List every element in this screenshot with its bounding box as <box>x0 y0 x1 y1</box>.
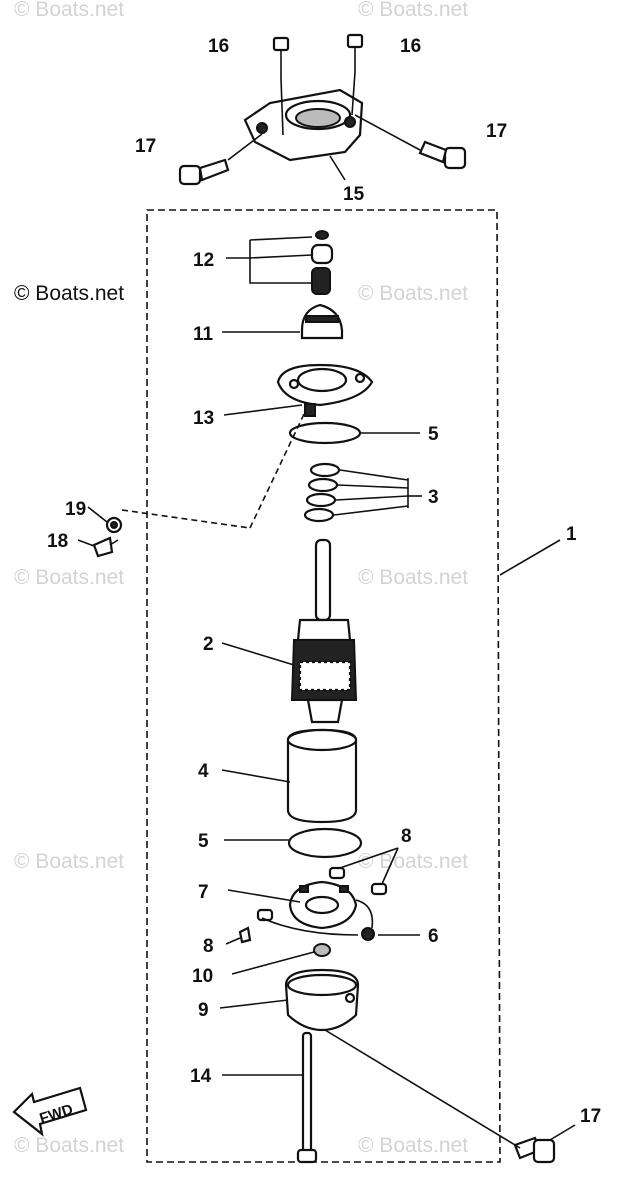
part-2-armature <box>221 538 358 724</box>
watermark-left-2: © Boats.net <box>14 566 124 589</box>
label-13: 13 <box>193 408 214 429</box>
watermark-right-3: © Boats.net <box>358 850 468 873</box>
part-9-end-housing <box>219 968 360 1032</box>
part-5-o-ring-upper <box>288 421 420 445</box>
top-bracket-part-15 <box>178 33 467 186</box>
watermark-top-left: © Boats.net <box>14 0 124 21</box>
label-16-right: 16 <box>400 36 421 57</box>
part-14-through-bolt <box>222 1031 318 1164</box>
brush-holder-assembly <box>225 847 420 945</box>
part-10 <box>231 943 331 975</box>
label-17-right: 17 <box>486 121 507 142</box>
label-7: 7 <box>198 882 209 903</box>
label-17-bottom: 17 <box>580 1106 601 1127</box>
label-2: 2 <box>203 634 214 655</box>
watermark-top-right: © Boats.net <box>358 0 468 21</box>
part-4-yoke <box>221 728 358 824</box>
label-3: 3 <box>428 487 439 508</box>
label-5-upper: 5 <box>428 424 439 445</box>
label-4: 4 <box>198 761 209 782</box>
label-11: 11 <box>193 324 214 345</box>
label-6: 6 <box>428 926 439 947</box>
parts-18-19 <box>77 411 306 558</box>
fwd-arrow: FWD <box>12 1086 88 1137</box>
part-12-set <box>226 230 334 295</box>
watermark-mid-left: © Boats.net <box>14 282 124 305</box>
callout-labels: 16 16 17 17 15 12 11 13 5 3 19 18 1 2 4 … <box>47 36 601 1127</box>
part-17-bolt-bottom <box>324 1029 576 1164</box>
watermark-left-4: © Boats.net <box>14 1134 124 1157</box>
label-18: 18 <box>47 531 68 552</box>
label-9: 9 <box>198 1000 209 1021</box>
label-14: 14 <box>190 1066 212 1087</box>
part-5-o-ring-lower <box>224 827 363 859</box>
label-12: 12 <box>193 250 214 271</box>
label-8-upper: 8 <box>401 826 412 847</box>
assembly-boundary <box>146 209 501 1163</box>
watermark-left-3: © Boats.net <box>14 850 124 873</box>
part-3-springs <box>303 462 422 523</box>
part-13-end-cover <box>223 363 374 417</box>
watermarks: © Boats.net © Boats.net © Boats.net © Bo… <box>14 0 468 1157</box>
watermark-right-2: © Boats.net <box>358 566 468 589</box>
label-15: 15 <box>343 184 365 205</box>
label-10: 10 <box>192 966 213 987</box>
label-17-left: 17 <box>135 136 156 157</box>
label-16-left: 16 <box>208 36 229 57</box>
label-19: 19 <box>65 499 86 520</box>
label-1: 1 <box>566 524 577 545</box>
watermark-right-4: © Boats.net <box>358 1134 468 1157</box>
part-11 <box>222 303 344 340</box>
watermark-mid-right: © Boats.net <box>358 282 468 305</box>
label-8-lower: 8 <box>203 936 214 957</box>
part-1-leader <box>499 539 561 576</box>
label-5-lower: 5 <box>198 831 209 852</box>
